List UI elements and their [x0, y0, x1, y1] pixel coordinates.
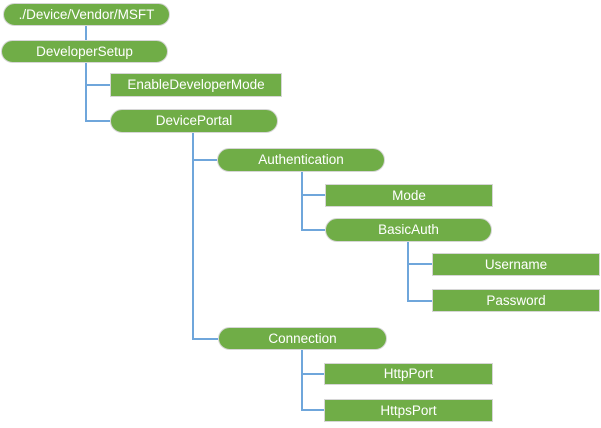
connector-developersetup-trunk: [85, 63, 87, 122]
node-password: Password: [432, 289, 600, 312]
connector-authentication-trunk: [301, 172, 303, 231]
connector-deviceportal-trunk: [192, 133, 194, 340]
connector-branch-connection: [192, 338, 218, 340]
node-https-port: HttpsPort: [324, 399, 493, 422]
connector-branch-httpsport: [301, 409, 324, 411]
connector-branch-authentication: [192, 159, 217, 161]
connector-root-to-developersetup: [85, 26, 87, 40]
node-connection: Connection: [218, 327, 387, 350]
node-enable-developer-mode: EnableDeveloperMode: [110, 73, 282, 97]
node-username: Username: [432, 253, 600, 276]
node-http-port: HttpPort: [324, 363, 493, 385]
node-device-portal: DevicePortal: [110, 109, 278, 133]
connector-branch-basicauth: [301, 229, 325, 231]
node-developer-setup: DeveloperSetup: [1, 40, 168, 63]
connector-branch-username: [407, 263, 432, 265]
connector-branch-enabledevelopermode: [85, 84, 110, 86]
connector-branch-httpport: [301, 373, 324, 375]
node-mode: Mode: [325, 184, 493, 207]
connector-basicauth-trunk: [407, 242, 409, 302]
node-basic-auth: BasicAuth: [325, 218, 492, 242]
connector-branch-deviceportal: [85, 120, 110, 122]
node-device-vendor-msft: ./Device/Vendor/MSFT: [3, 3, 170, 26]
connector-branch-mode: [301, 194, 325, 196]
connector-branch-password: [407, 300, 432, 302]
connector-connection-trunk: [301, 350, 303, 411]
node-authentication: Authentication: [217, 148, 385, 172]
